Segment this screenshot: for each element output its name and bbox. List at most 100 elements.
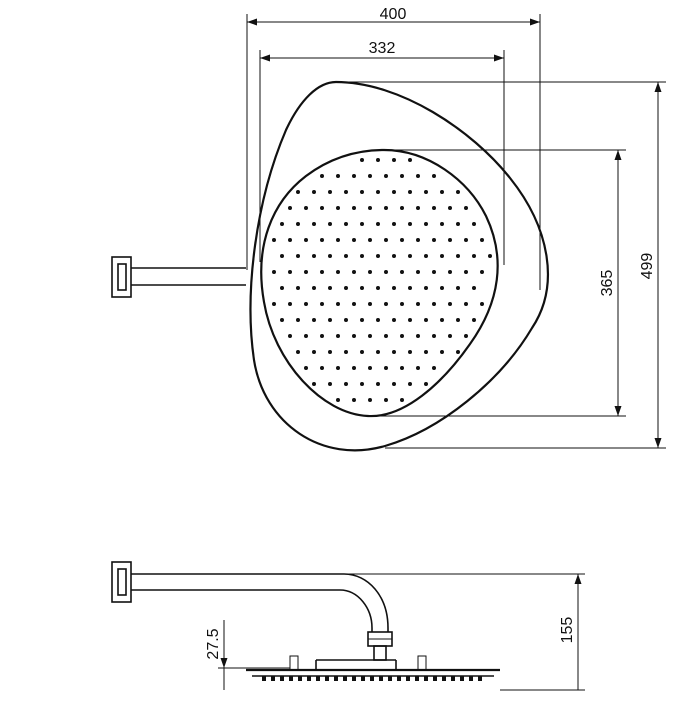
side-nozzle-tick xyxy=(379,676,383,681)
nozzle-dot xyxy=(408,190,412,194)
nozzle-dot xyxy=(376,382,380,386)
side-nozzle-tick xyxy=(433,676,437,681)
nozzle-dot xyxy=(344,254,348,258)
nozzle-dot xyxy=(296,190,300,194)
nozzle-dot xyxy=(320,366,324,370)
nozzle-dot xyxy=(392,350,396,354)
side-view: 155 27.5 xyxy=(111,561,585,691)
nozzle-dot xyxy=(408,254,412,258)
nozzle-dot xyxy=(304,238,308,242)
nozzle-dot xyxy=(392,382,396,386)
nozzle-dot xyxy=(480,238,484,242)
nozzle-dot xyxy=(456,190,460,194)
nozzle-dot xyxy=(344,382,348,386)
outer-head-outline xyxy=(249,80,549,452)
nozzle-dot xyxy=(448,334,452,338)
side-nozzle-tick xyxy=(343,676,347,681)
side-nozzle-tick xyxy=(370,676,374,681)
nozzle-dot xyxy=(280,318,284,322)
nozzle-dot xyxy=(416,366,420,370)
nozzle-dot xyxy=(352,366,356,370)
nozzle-dot xyxy=(456,222,460,226)
nozzle-dot xyxy=(440,222,444,226)
nozzle-dot xyxy=(344,286,348,290)
nozzle-dot xyxy=(384,366,388,370)
side-nozzle-tick xyxy=(406,676,410,681)
nozzle-dot xyxy=(352,174,356,178)
nozzle-dot xyxy=(440,190,444,194)
nozzle-dot xyxy=(400,334,404,338)
nozzle-dot xyxy=(400,302,404,306)
dim-label-332: 332 xyxy=(369,40,396,57)
inner-spray-plate xyxy=(260,148,499,418)
side-nozzle-tick xyxy=(460,676,464,681)
nozzle-dot xyxy=(336,270,340,274)
nozzle-dot xyxy=(280,286,284,290)
nozzle-dot xyxy=(328,382,332,386)
nozzle-dot xyxy=(464,206,468,210)
nozzle-dot xyxy=(456,318,460,322)
dim-label-155: 155 xyxy=(559,617,576,644)
nozzle-dot xyxy=(368,302,372,306)
nozzle-dot xyxy=(384,334,388,338)
side-nozzle-tick xyxy=(415,676,419,681)
side-nozzle-tick xyxy=(352,676,356,681)
nozzle-dot xyxy=(328,286,332,290)
nozzle-dot xyxy=(352,398,356,402)
nozzle-dot xyxy=(400,366,404,370)
nozzle-dot xyxy=(280,222,284,226)
nozzle-dot xyxy=(288,334,292,338)
nozzle-dot xyxy=(328,350,332,354)
nozzle-dot xyxy=(472,286,476,290)
nozzle-dot xyxy=(344,350,348,354)
side-nozzle-tick xyxy=(298,676,302,681)
nozzle-dot xyxy=(272,270,276,274)
side-nozzle-tick xyxy=(325,676,329,681)
nozzle-dot xyxy=(424,382,428,386)
nozzle-dot xyxy=(424,190,428,194)
dimension-overall-drop: 155 xyxy=(344,573,585,691)
nozzle-dot xyxy=(448,238,452,242)
nozzle-dot xyxy=(304,206,308,210)
nozzle-dot xyxy=(312,350,316,354)
nozzle-dot xyxy=(296,318,300,322)
top-view: 400 332 365 499 xyxy=(111,6,666,452)
nozzle-dot xyxy=(344,190,348,194)
nozzle-dot xyxy=(424,286,428,290)
side-nozzle-tick xyxy=(316,676,320,681)
nozzle-dot xyxy=(416,174,420,178)
nozzle-dot xyxy=(368,174,372,178)
nozzle-dot xyxy=(408,382,412,386)
nozzle-dot xyxy=(320,334,324,338)
nozzle-dot xyxy=(400,270,404,274)
nozzle-dot xyxy=(328,190,332,194)
nozzle-dot xyxy=(408,286,412,290)
nozzle-dot xyxy=(360,222,364,226)
nozzle-dot xyxy=(336,238,340,242)
side-shower-head xyxy=(246,655,500,681)
nozzle-dot xyxy=(368,366,372,370)
nozzle-dot xyxy=(360,382,364,386)
nozzle-dot xyxy=(312,222,316,226)
nozzle-dot xyxy=(424,254,428,258)
nozzle-dot xyxy=(336,302,340,306)
nozzle-dot xyxy=(416,302,420,306)
nozzle-dot xyxy=(288,206,292,210)
nozzle-dot xyxy=(376,318,380,322)
nozzle-dot xyxy=(296,254,300,258)
nozzle-dot xyxy=(320,302,324,306)
side-nozzle-tick xyxy=(271,676,275,681)
nozzle-dot xyxy=(368,270,372,274)
side-nozzle-row xyxy=(262,676,482,681)
nozzle-dot xyxy=(392,222,396,226)
side-nozzle-tick xyxy=(361,676,365,681)
nozzle-dot xyxy=(288,238,292,242)
nozzle-dot xyxy=(368,334,372,338)
nozzle-dot xyxy=(480,302,484,306)
nozzle-dot xyxy=(384,270,388,274)
nozzle-dot xyxy=(336,174,340,178)
nozzle-dot xyxy=(304,366,308,370)
nozzle-dot xyxy=(432,270,436,274)
nozzle-dot xyxy=(472,222,476,226)
